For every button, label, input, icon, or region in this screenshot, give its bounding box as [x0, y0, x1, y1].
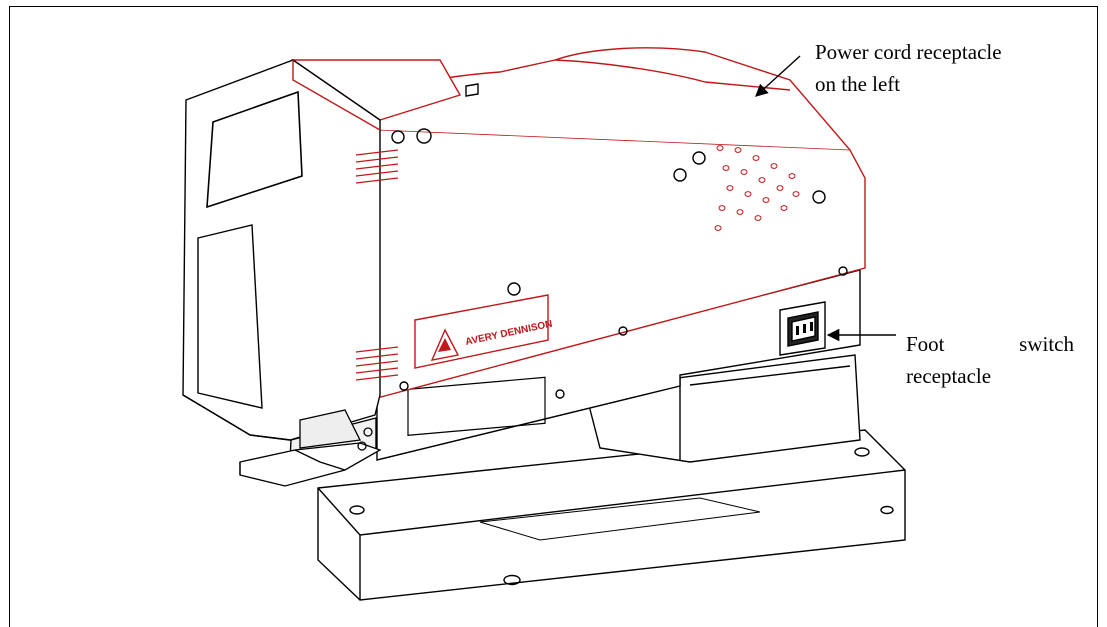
front-door-panel	[197, 224, 263, 409]
power-cord-callout-line2: on the left	[815, 72, 901, 96]
tag-feed-tray	[239, 409, 382, 487]
display-screen	[206, 90, 303, 209]
power-cord-callout: Power cord receptacle on the left	[815, 36, 1095, 100]
power-cord-callout-line1: Power cord receptacle	[815, 40, 1002, 64]
hinge-tabs	[355, 149, 399, 381]
power-receptacle	[779, 301, 826, 356]
foot-switch-callout: Foot switch receptacle	[906, 328, 1074, 392]
main-housing	[290, 47, 866, 399]
base-plate	[317, 429, 906, 601]
figure-frame	[9, 6, 1098, 627]
foot-switch-word2: switch	[1019, 332, 1074, 356]
foot-switch-callout-line2: receptacle	[906, 364, 992, 388]
foot-switch-word1: Foot	[906, 332, 945, 356]
power-cord-arrow	[755, 55, 801, 97]
foot-switch-callout-line1: Foot switch	[906, 328, 1074, 360]
